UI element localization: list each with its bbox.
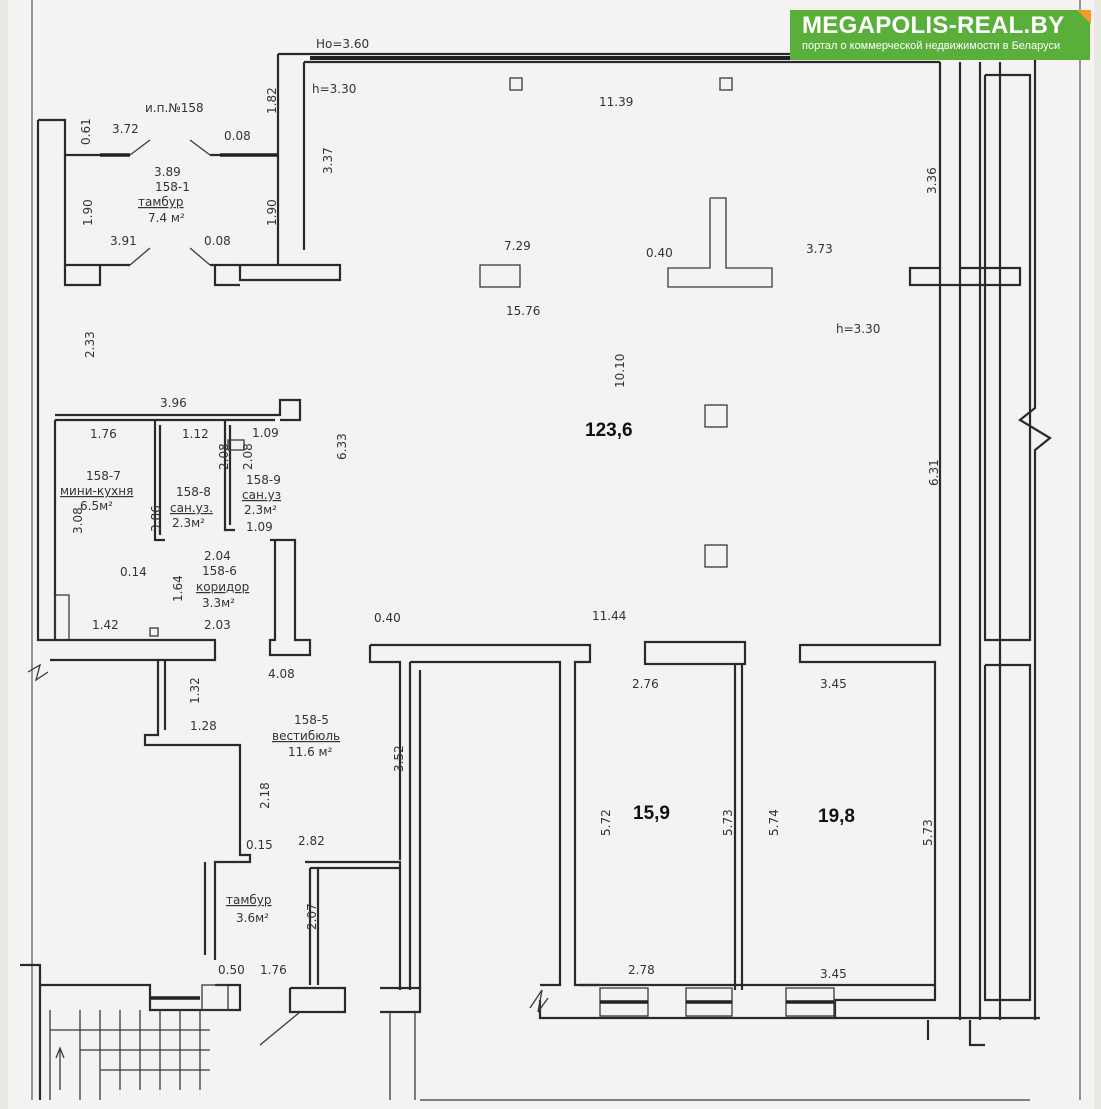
dim-label: 4.08 — [268, 667, 295, 681]
dim-label: 3.96 — [160, 396, 187, 410]
dim-label: 1.82 — [265, 87, 279, 114]
room-middle-area: 15,9 — [633, 803, 670, 824]
dim-label: 5.74 — [767, 809, 781, 836]
dim-label: 3.73 — [806, 242, 833, 256]
dim-label: 0.15 — [246, 838, 273, 852]
dim-label: 0.08 — [224, 129, 251, 143]
room-code: 158-5 — [294, 713, 329, 727]
logo-corner-mark — [1077, 10, 1091, 24]
room-code: 158-9 — [246, 473, 281, 487]
dim-label: 1.12 — [182, 427, 209, 441]
room-number-label: и.п.№158 — [145, 101, 204, 115]
columns — [479, 77, 773, 568]
dim-label: 3.89 — [154, 165, 181, 179]
exterior-walls — [238, 52, 1052, 1020]
dim-label: 0.08 — [204, 234, 231, 248]
dim-label: 1.76 — [260, 963, 287, 977]
room-code: 158-7 — [86, 469, 121, 483]
room-right-area: 19,8 — [818, 806, 855, 827]
room-name: тамбур — [226, 893, 272, 907]
dim-label: 2.07 — [305, 903, 319, 930]
dim-label: 5.73 — [921, 819, 935, 846]
logo-title: MEGAPOLIS-REAL.BY — [802, 12, 1065, 39]
dim-label: 1.76 — [90, 427, 117, 441]
dim-label: 3.86 — [149, 505, 163, 532]
room-name: коридор — [196, 580, 249, 594]
room-name: сан.уз. — [170, 501, 213, 515]
paper-sheet — [8, 0, 1094, 1109]
dim-label: 11.44 — [592, 609, 626, 623]
dim-label: 2.03 — [204, 618, 231, 632]
vestibule-walls — [143, 643, 600, 990]
ho-label: Но=3.60 — [316, 37, 369, 51]
dim-label: 2.76 — [632, 677, 659, 691]
dim-label: 2.78 — [628, 963, 655, 977]
dim-label: 15.76 — [506, 304, 540, 318]
dim-label: 1.28 — [190, 719, 217, 733]
dim-label: 0.61 — [79, 118, 93, 145]
dim-label: 1.09 — [252, 426, 279, 440]
dim-label: 3.37 — [321, 147, 335, 174]
stair-and-entrances — [20, 963, 1030, 1101]
room-name: сан.уз — [242, 488, 281, 502]
room-area: 2.3м² — [172, 516, 205, 530]
tambur-158-1-walls — [36, 118, 278, 642]
dim-label: 2.18 — [258, 782, 272, 809]
main-hall-area: 123,6 — [585, 420, 633, 441]
height-label: h=3.30 — [312, 82, 356, 96]
dim-label: 3.08 — [71, 507, 85, 534]
dim-label: 1.64 — [171, 575, 185, 602]
dim-label: 2.04 — [204, 549, 231, 563]
dim-label: 3.45 — [820, 677, 847, 691]
dim-label: 1.90 — [81, 199, 95, 226]
dim-label: 3.72 — [112, 122, 139, 136]
dim-label: 0.40 — [646, 246, 673, 260]
dim-label: 5.72 — [599, 809, 613, 836]
logo-subtitle: портал о коммерческой недвижимости в Бел… — [802, 40, 1061, 52]
dim-label: 2.08 — [241, 443, 255, 470]
break-mark-left — [27, 663, 49, 682]
dim-label: 1.09 — [246, 520, 273, 534]
dim-label: 2.82 — [298, 834, 325, 848]
dim-label: 3.45 — [820, 967, 847, 981]
dim-label: 11.39 — [599, 95, 633, 109]
dim-label: 3.52 — [392, 745, 406, 772]
room-code: 158-1 — [155, 180, 190, 194]
room-name: вестибюль — [272, 729, 340, 743]
dim-label: 1.42 — [92, 618, 119, 632]
room-name: мини-кухня — [60, 484, 133, 498]
room-name: тамбур — [138, 195, 184, 209]
dim-label: 0.14 — [120, 565, 147, 579]
room-area: 3.3м² — [202, 596, 235, 610]
room-area: 7.4 м² — [148, 211, 185, 225]
site-logo[interactable]: MEGAPOLIS-REAL.BY портал о коммерческой … — [790, 10, 1091, 60]
room-area: 3.6м² — [236, 911, 269, 925]
dim-label: 5.73 — [721, 809, 735, 836]
room-area: 11.6 м² — [288, 745, 333, 759]
break-mark-bottom — [529, 989, 549, 1013]
dim-label: 0.50 — [218, 963, 245, 977]
dim-label: 1.90 — [265, 199, 279, 226]
room-code: 158-8 — [176, 485, 211, 499]
height-label: h=3.30 — [836, 322, 880, 336]
dim-label: 3.36 — [925, 167, 939, 194]
room-area: 2.3м² — [244, 503, 277, 517]
dim-label: 6.31 — [927, 459, 941, 486]
south-rooms-walls — [538, 640, 935, 1020]
dim-label: 6.33 — [335, 433, 349, 460]
room-code: 158-6 — [202, 564, 237, 578]
dim-label: 10.10 — [613, 354, 627, 388]
dim-label: 2.08 — [217, 443, 231, 470]
dim-label: 3.91 — [110, 234, 137, 248]
room-area: 6.5м² — [80, 499, 113, 513]
dim-label: 1.32 — [188, 677, 202, 704]
dim-label: 7.29 — [504, 239, 531, 253]
dim-label: 0.40 — [374, 611, 401, 625]
dim-label: 2.33 — [83, 331, 97, 358]
service-rooms-walls — [50, 398, 312, 662]
